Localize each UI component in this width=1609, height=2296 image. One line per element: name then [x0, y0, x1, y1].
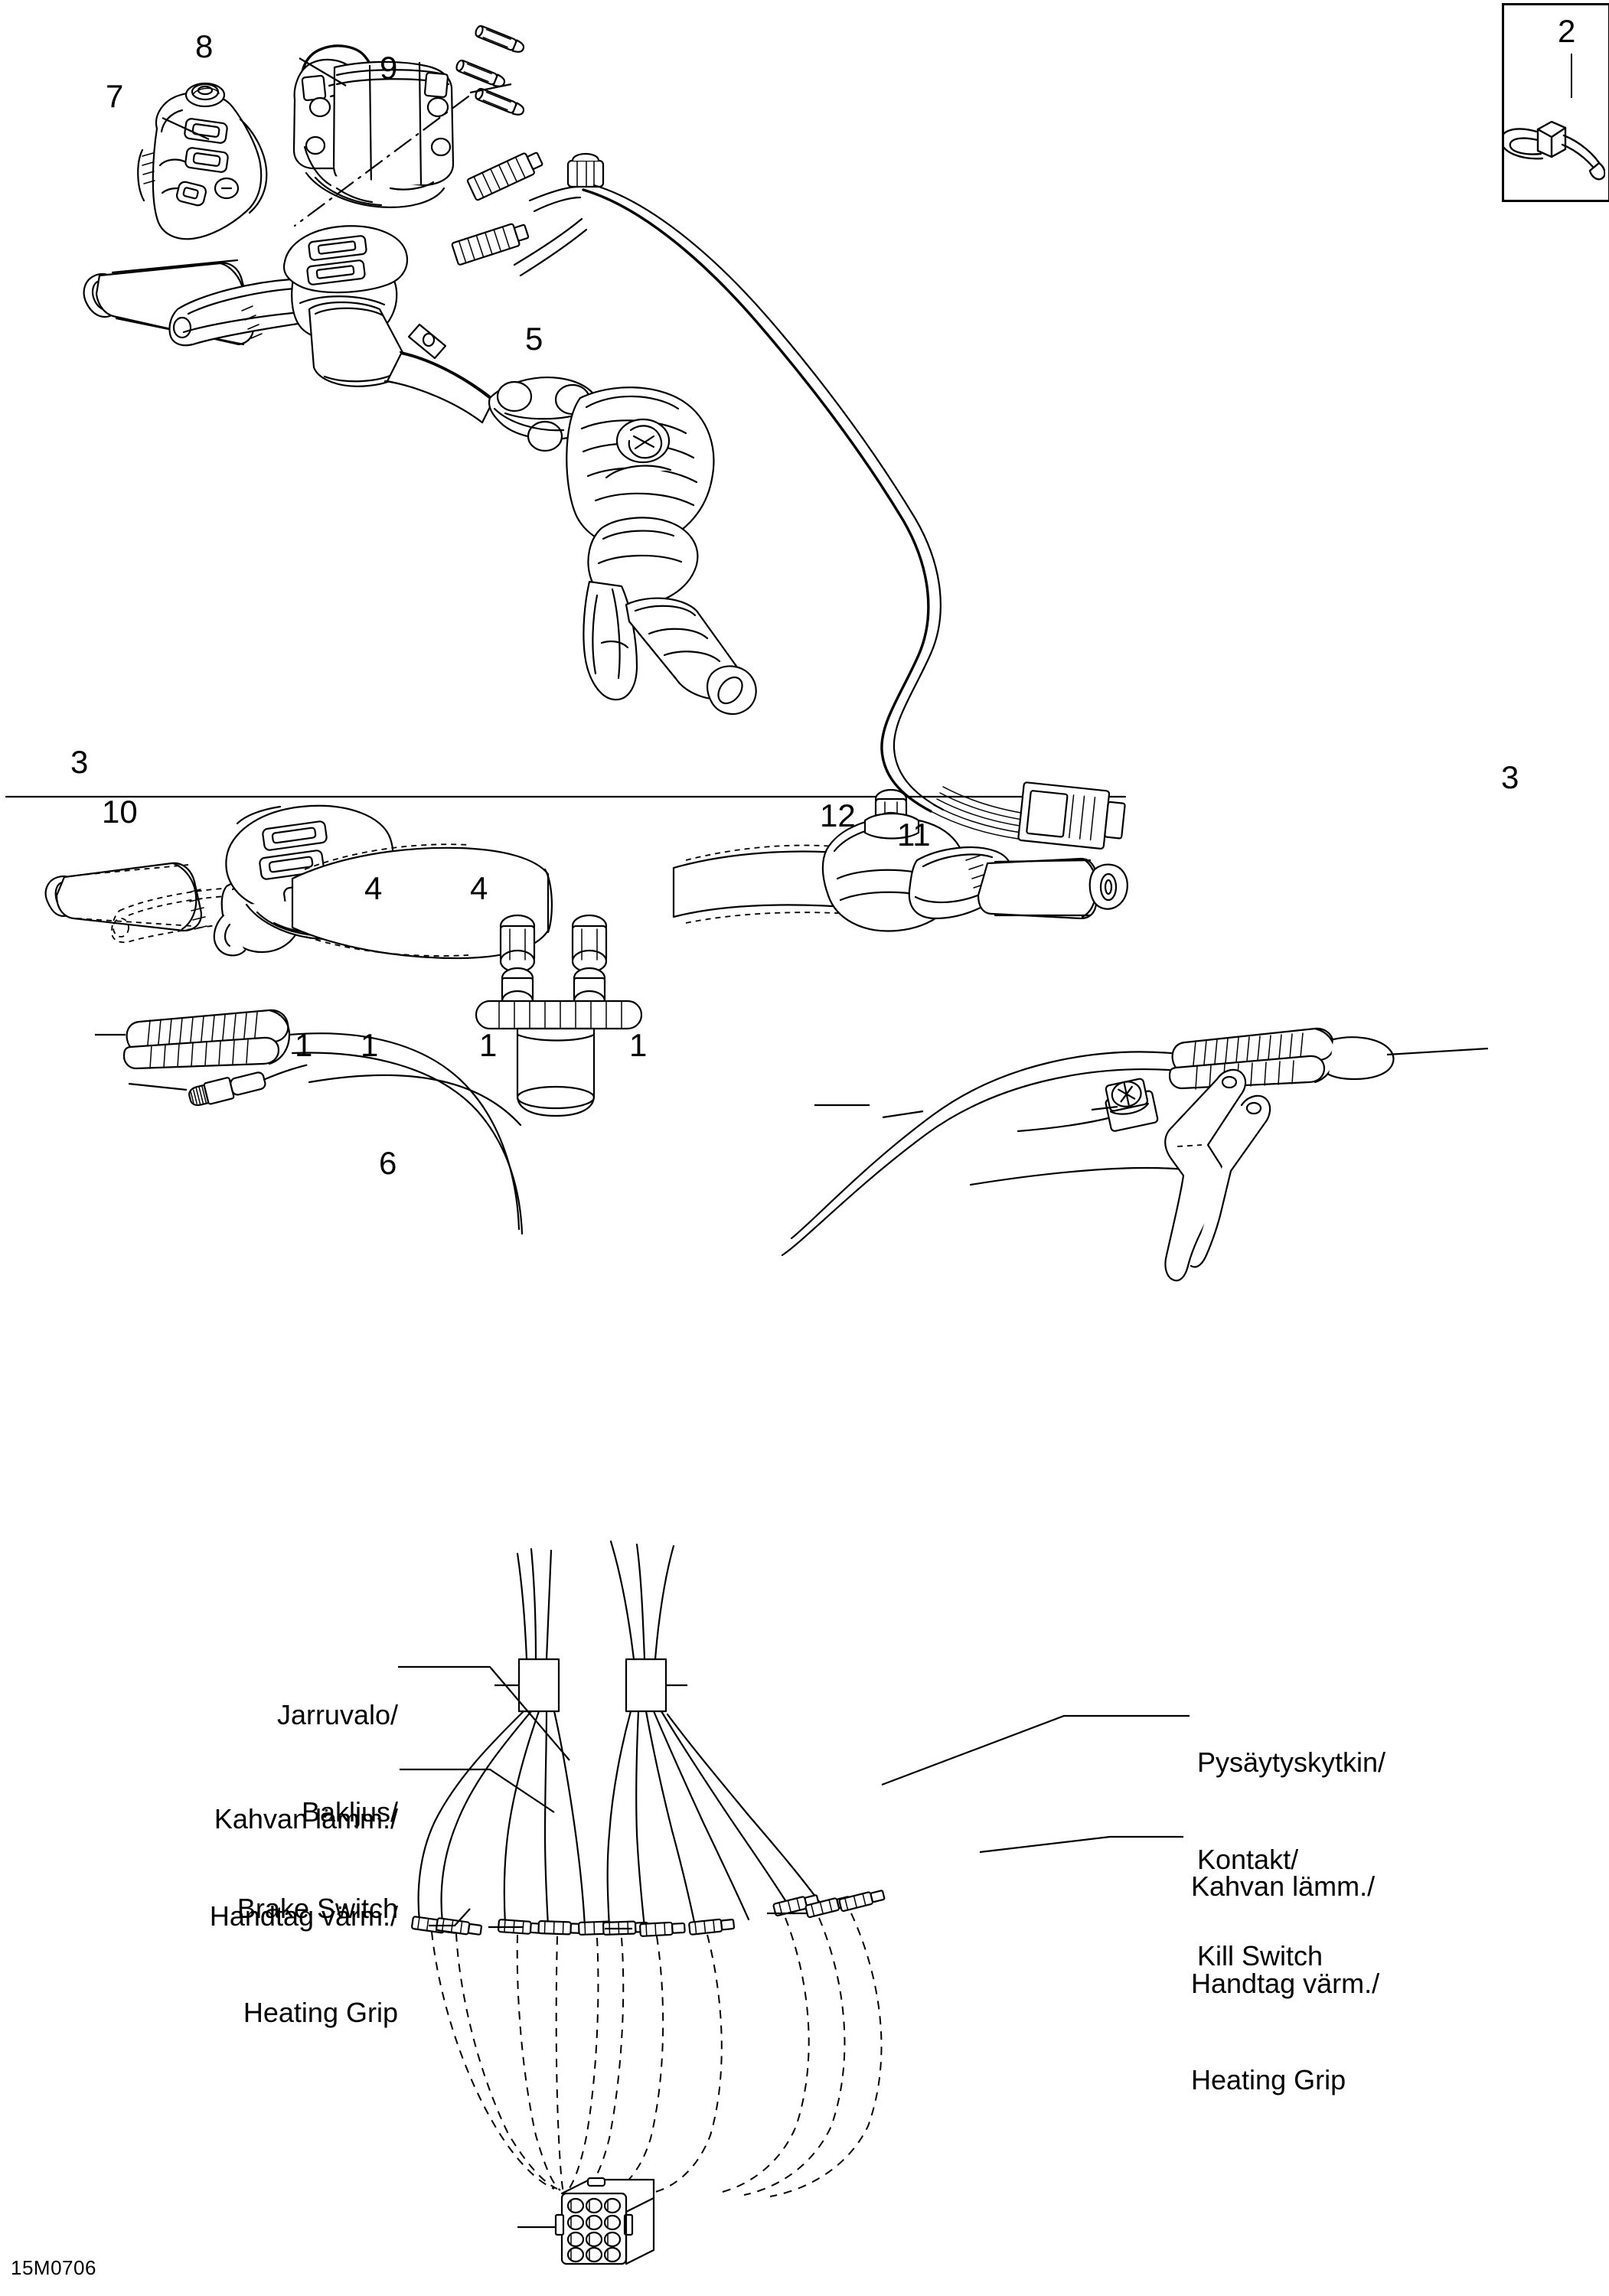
label-brake-switch: Jarruvalo/ Bakljus/ Brake Switch: [184, 1635, 398, 1989]
callout-4-left: 4: [364, 870, 383, 906]
part-9-screws: [455, 24, 525, 116]
assembly-axis: [293, 95, 470, 227]
handlebar-center-lower: [291, 843, 643, 1117]
callout-3-right: 3: [1501, 759, 1519, 795]
callout-7: 7: [106, 78, 124, 114]
leader-heat-grip-left: [400, 1768, 555, 1813]
leader-8: [299, 57, 347, 86]
part-11-bracket: [1164, 1068, 1271, 1282]
label-kill-switch-line-3: Kill Switch: [1197, 1939, 1323, 1971]
leader-brake-switch: [398, 1665, 570, 1761]
callout-6: 6: [379, 1145, 397, 1181]
part-3-heating-grip-left: [122, 1009, 291, 1070]
leader-2: [1571, 54, 1572, 98]
assembly-dash-lines: [431, 1913, 883, 2197]
label-kill-switch-line-1: Pysäytyskytkin/: [1197, 1746, 1386, 1779]
leader-1-a: [429, 1908, 471, 1927]
drawing-code: 15M0706: [11, 2256, 96, 2279]
handlebar-left-upper: [83, 225, 494, 424]
label-kill-switch-line-2: Kontakt/: [1197, 1843, 1299, 1875]
label-brake-switch-line-1: Jarruvalo/: [276, 1699, 398, 1731]
callout-1-b: 1: [361, 1027, 379, 1063]
harness-wires-lower: [288, 1032, 1186, 1257]
leader-10: [128, 1082, 188, 1091]
label-heating-grip-left: Kahvan lämm./ Handtag värm./ Heating Gri…: [138, 1739, 398, 2093]
label-heating-grip-left-line-2: Handtag värm./: [209, 1900, 398, 1932]
leader-3-right: [1386, 1047, 1489, 1056]
callout-2: 2: [1558, 13, 1576, 49]
part-12-grommet: [1105, 1078, 1159, 1132]
handlebar-right-upper: [488, 377, 757, 716]
callout-8: 8: [195, 28, 214, 64]
leader-7: [162, 117, 210, 140]
callout-3-left: 3: [70, 744, 89, 780]
callout-1-d: 1: [629, 1027, 648, 1063]
callout-1-a: 1: [295, 1027, 313, 1063]
part-5-wiring-harness: [451, 152, 1126, 850]
label-heating-grip-left-line-3: Heating Grip: [243, 1996, 398, 2028]
leader-9: [469, 83, 512, 94]
callout-10: 10: [102, 794, 138, 830]
label-brake-switch-line-2: Bakljus/: [301, 1795, 398, 1828]
leader-12: [1091, 1105, 1118, 1111]
cable-tie-illustration: [1504, 120, 1605, 181]
label-heating-grip-right-line-2: Handtag värm./: [1191, 1967, 1380, 1999]
part-6-connector: [554, 2177, 655, 2265]
leader-heat-grip-right: [979, 1835, 1183, 1854]
part-10-sensor: [188, 1064, 522, 1127]
part-3-heating-grip-right: [1168, 1027, 1395, 1090]
callout-1-c: 1: [479, 1027, 498, 1063]
part-7-switch-housing-left: [137, 82, 268, 240]
leader-11: [882, 1110, 924, 1119]
callout-9: 9: [380, 50, 398, 86]
part-4-wire-protectors: [417, 1540, 824, 1929]
label-brake-switch-line-3: Brake Switch: [237, 1892, 398, 1924]
callout-4-right: 4: [470, 870, 488, 906]
part-1-terminals: [411, 1890, 886, 1937]
callout-11: 11: [897, 817, 931, 853]
callout-5: 5: [525, 321, 543, 357]
part-8-switch-housing-right: [292, 44, 455, 208]
label-heating-grip-left-line-1: Kahvan lämm./: [214, 1803, 398, 1835]
handlebar-right-lower: [672, 788, 1128, 932]
label-heating-grip-right: Kahvan lämm./ Handtag värm./ Heating Gri…: [1191, 1806, 1513, 2161]
callout-12: 12: [820, 797, 856, 833]
label-heating-grip-right-line-3: Heating Grip: [1191, 2063, 1346, 2095]
leader-kill-switch: [881, 1714, 1190, 1786]
label-heating-grip-right-line-1: Kahvan lämm./: [1191, 1870, 1376, 1903]
detail-box-cable-tie: [1502, 3, 1609, 202]
label-kill-switch: Pysäytyskytkin/ Kontakt/ Kill Switch: [1197, 1682, 1503, 2037]
callout-leaders-lower: [95, 1033, 1489, 2229]
